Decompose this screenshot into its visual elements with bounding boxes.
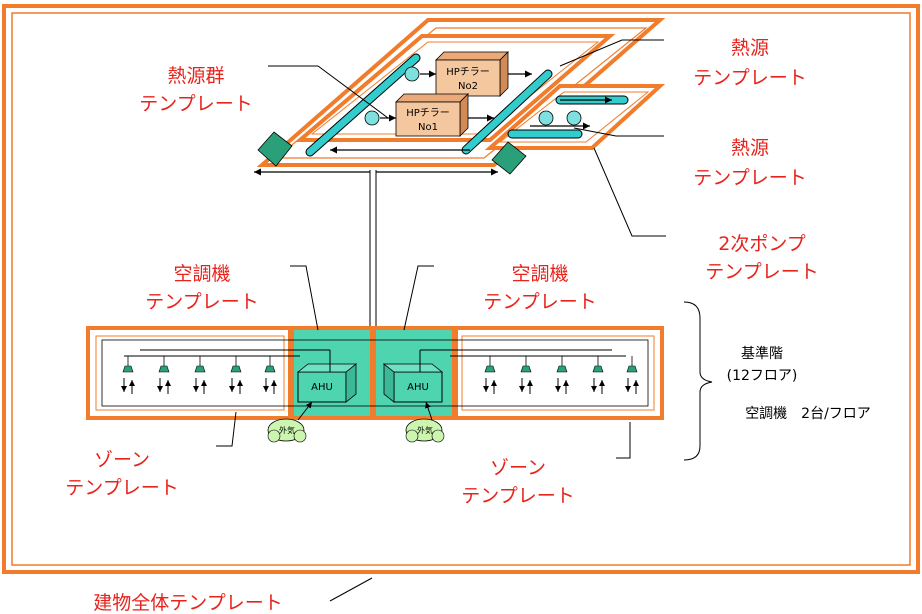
terminal-unit-icon [122,365,134,373]
ahu-right-label: AHU [407,382,429,393]
chiller-no1-number: No1 [418,122,438,133]
secondary-pump-label-1: 2次ポンプ [718,233,806,255]
whole-building-frame [2,4,920,574]
terminal-unit-icon [194,365,206,373]
whole-building-label: 建物全体テンプレート [93,592,282,614]
cooling-tower-right-icon [491,141,527,175]
ahu-right-template-label-2: テンプレート [483,291,596,313]
terminal-unit-icon [230,365,242,373]
zone-left-label-1: ゾーン [94,449,150,471]
zone-right-label-2: テンプレート [461,485,574,507]
terminal-unit-icon [556,365,568,373]
heat-source-group: HPチラー No2 HPチラー No1 [256,18,666,175]
terminal-unit-icon [626,365,638,373]
chiller-no1-name: HPチラー [406,107,450,119]
leader-lines [216,39,666,459]
outdoor-air-left-label: 外気 [279,425,295,435]
ahu-right-template-label-1: 空調機 [511,263,568,285]
supply-header-pipe [306,54,420,156]
ahu-left-label: AHU [311,382,333,393]
whole-building-inner-frame [11,12,911,566]
zone-right-label-1: ゾーン [490,457,546,479]
heat-source-2-label-2: テンプレート [693,167,806,189]
heat-source-group-label-1: 熱源群 [167,65,224,87]
terminal-unit-icon [520,365,532,373]
terminal-unit-icon [484,365,496,373]
zone-template-left-inner [95,335,285,411]
ahu-template-right-frame [372,326,458,420]
heat-source-1-label-1: 熱源 [731,37,769,59]
floor-count-label: (12フロア) [727,368,798,384]
ahu-left-template-label-2: テンプレート [145,291,258,313]
secondary-pump-1-icon [538,110,554,126]
zone-template-right-frame [452,326,664,420]
chiller-no2-name: HPチラー [446,66,490,78]
return-header-pipe [462,70,552,154]
standard-floor-label: 基準階 [741,345,783,362]
whole-building-leader [329,577,373,602]
terminal-unit-icon [158,365,170,373]
primary-pump-2-icon [404,66,420,82]
zone-template-left-frame [86,326,294,420]
heat-source-2-label-1: 熱源 [731,137,769,159]
heat-source-group-label-2: テンプレート [139,93,252,115]
ahu-left-template-label-1: 空調機 [173,263,230,285]
primary-pump-1-icon [364,110,380,126]
ahu-per-floor-label: 空調機 2台/フロア [745,406,871,422]
terminal-unit-icon [592,365,604,373]
cooling-tower-left-icon [257,131,293,167]
terminal-unit-icon [264,365,276,373]
outdoor-air-right-label: 外気 [417,425,433,435]
chiller-no1-box [395,101,461,137]
chiller-no2-number: No2 [458,81,478,92]
floor-brace [683,301,713,461]
ahu-right-unit [393,371,443,403]
terminals-left [121,356,277,394]
secondary-pump-label-2: テンプレート [705,261,818,283]
standard-floor: AHU AHU 外気 外気 [86,326,664,443]
zone-template-right-inner [461,335,655,411]
floor-outline [101,339,649,407]
zone-left-label-2: テンプレート [65,477,178,499]
secondary-pump-2-icon [566,110,582,126]
chiller-no2-box [435,59,501,97]
heat-source-1-label-2: テンプレート [693,67,806,89]
outdoor-air-right: 外気 [405,401,445,443]
outdoor-air-left: 外気 [267,401,313,443]
heat-source-template-2-inner [498,91,650,143]
terminals-right [483,356,639,394]
